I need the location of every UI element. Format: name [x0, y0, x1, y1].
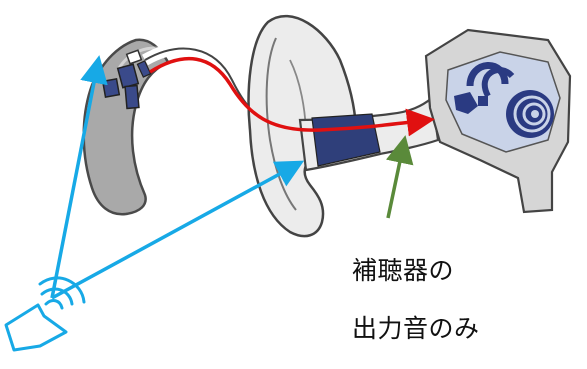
output-sound-indicator-arrow — [388, 142, 404, 218]
sound-to-ear-canal-arrow — [52, 164, 298, 298]
caption-line-1: 補聴器の — [352, 251, 454, 287]
sound-source-speaker-icon — [6, 305, 66, 350]
inner-ear-cochlea-icon — [426, 30, 570, 212]
caption-line-2: 出力音のみ — [352, 309, 480, 345]
